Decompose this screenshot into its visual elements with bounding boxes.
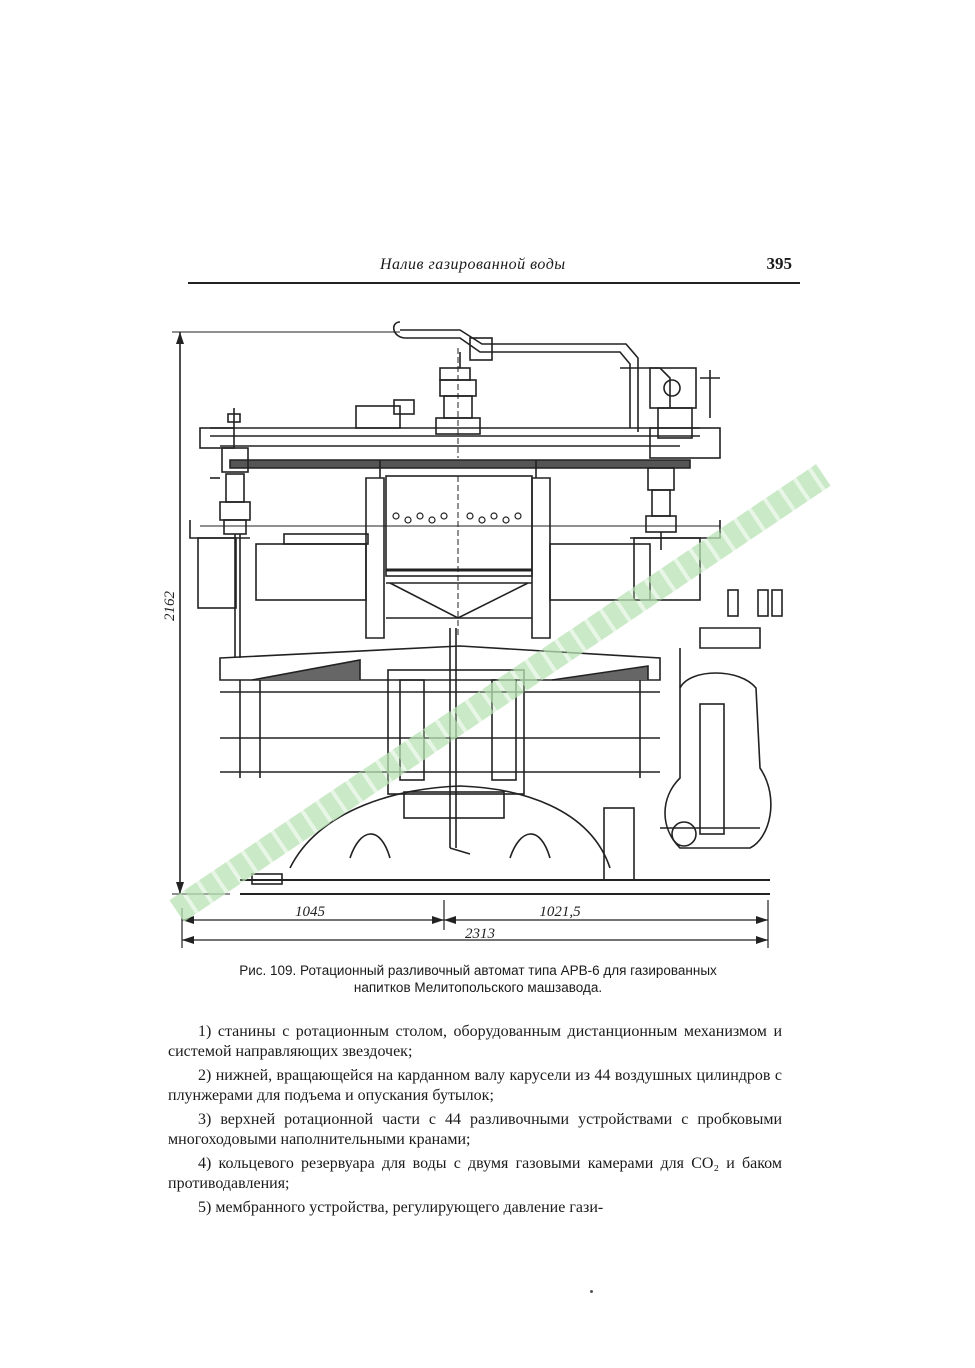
height-dimension: 2162: [162, 331, 400, 895]
caption-line-1: Рис. 109. Ротационный разливочный автома…: [239, 963, 717, 978]
membrane-device: [660, 589, 783, 849]
machine-base: [240, 785, 770, 895]
upper-column: [435, 348, 481, 458]
dimension-left-label: 1045: [295, 904, 326, 920]
machine-drawing-svg: 2162: [162, 321, 783, 948]
caption-line-2: напитков Мелитопольского машзавода.: [353, 980, 603, 995]
technical-drawing: 2162: [160, 308, 800, 958]
tank-holes: [392, 512, 522, 524]
figure-caption: Рис. 109. Ротационный разливочный автома…: [168, 962, 788, 996]
body-text: 1) станины с ротационным столом, оборудо…: [168, 1022, 782, 1222]
list-item: 2) нижней, вращающейся на карданном валу…: [168, 1067, 782, 1104]
right-filling-valve: [645, 467, 677, 550]
lower-carousel: [219, 628, 661, 855]
running-head: Налив газированной воды 395: [188, 254, 800, 284]
dimension-right-label: 1021,5: [539, 904, 581, 920]
water-tank: [365, 460, 551, 639]
scan-speck: [590, 1290, 593, 1293]
list-item: 3) верхней ротационной части с 44 разлив…: [168, 1111, 782, 1148]
height-dimension-label: 2162: [162, 591, 178, 622]
dimension-total-label: 2313: [465, 926, 495, 942]
list-item: 5) мембранного устройства, регулирующего…: [198, 1199, 604, 1216]
side-housings: [189, 520, 721, 609]
page-number: 395: [766, 254, 793, 273]
list-item: 4) кольцевого резервуара для воды с двум…: [168, 1155, 782, 1192]
upper-platform: [199, 399, 721, 469]
header-rule: [188, 282, 800, 284]
list-item: 1) станины с ротационным столом, оборудо…: [168, 1023, 782, 1060]
width-dimensions: 1045 1021,5 2313: [181, 900, 769, 948]
running-title: Налив газированной воды: [380, 256, 566, 273]
left-filling-valve: [210, 408, 251, 658]
